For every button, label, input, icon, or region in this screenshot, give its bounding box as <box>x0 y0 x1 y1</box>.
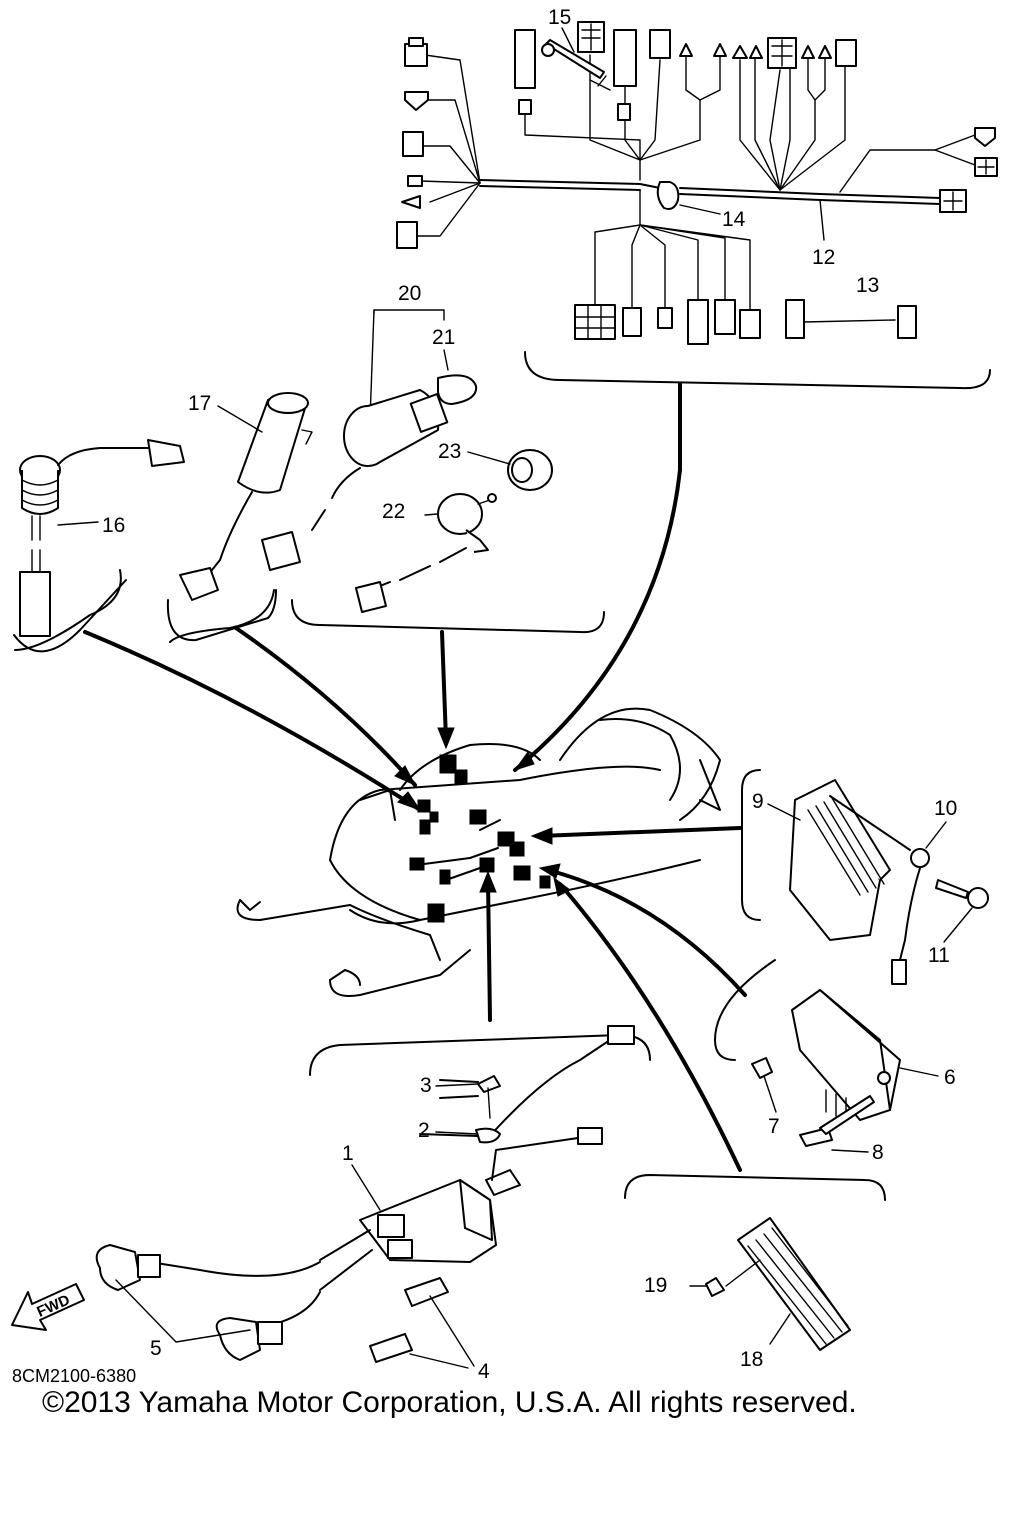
callout-17: 17 <box>188 392 211 415</box>
callout-5: 5 <box>150 1337 162 1360</box>
callout-11: 11 <box>928 944 950 967</box>
callout-14: 14 <box>722 208 746 231</box>
fwd-label: FWD <box>34 1291 72 1320</box>
callout-7: 7 <box>768 1115 780 1138</box>
callout-6: 6 <box>944 1066 956 1089</box>
diagram-code: 8CM2100-6380 <box>12 1366 136 1386</box>
callout-labels: 1 2 3 4 5 6 7 8 9 10 11 12 13 14 15 16 1… <box>102 6 973 1383</box>
ignition-coil-1 <box>95 1025 651 1369</box>
callout-2: 2 <box>418 1119 430 1142</box>
callout-13: 13 <box>856 274 879 297</box>
callout-15: 15 <box>548 6 571 29</box>
callout-22: 22 <box>382 500 405 523</box>
fwd-arrow: FWD <box>11 1283 85 1331</box>
callout-19: 19 <box>644 1274 667 1297</box>
callout-18: 18 <box>740 1348 763 1371</box>
callout-23: 23 <box>438 440 461 463</box>
choke-switch-22 <box>355 493 497 613</box>
callout-10: 10 <box>934 797 957 820</box>
callout-12: 12 <box>812 246 835 269</box>
callout-1: 1 <box>342 1142 354 1165</box>
callout-20: 20 <box>398 282 421 305</box>
key-switch-20 <box>261 309 478 571</box>
cdi-unit-9 <box>741 769 989 985</box>
callout-3: 3 <box>420 1074 432 1097</box>
callout-8: 8 <box>872 1141 884 1164</box>
thermo-switch-16 <box>14 439 422 812</box>
callout-16: 16 <box>102 514 125 537</box>
relay-6 <box>714 959 939 1147</box>
rectifier-18 <box>624 1174 886 1351</box>
callout-21: 21 <box>432 326 455 349</box>
copyright-notice: ©2013 Yamaha Motor Corporation, U.S.A. A… <box>42 1386 857 1419</box>
capacitor-17 <box>169 392 417 787</box>
wire-harness <box>396 21 998 772</box>
grommet-23 <box>467 449 553 491</box>
callout-4: 4 <box>478 1360 490 1383</box>
snowmobile <box>236 707 721 997</box>
callout-9: 9 <box>752 790 764 813</box>
